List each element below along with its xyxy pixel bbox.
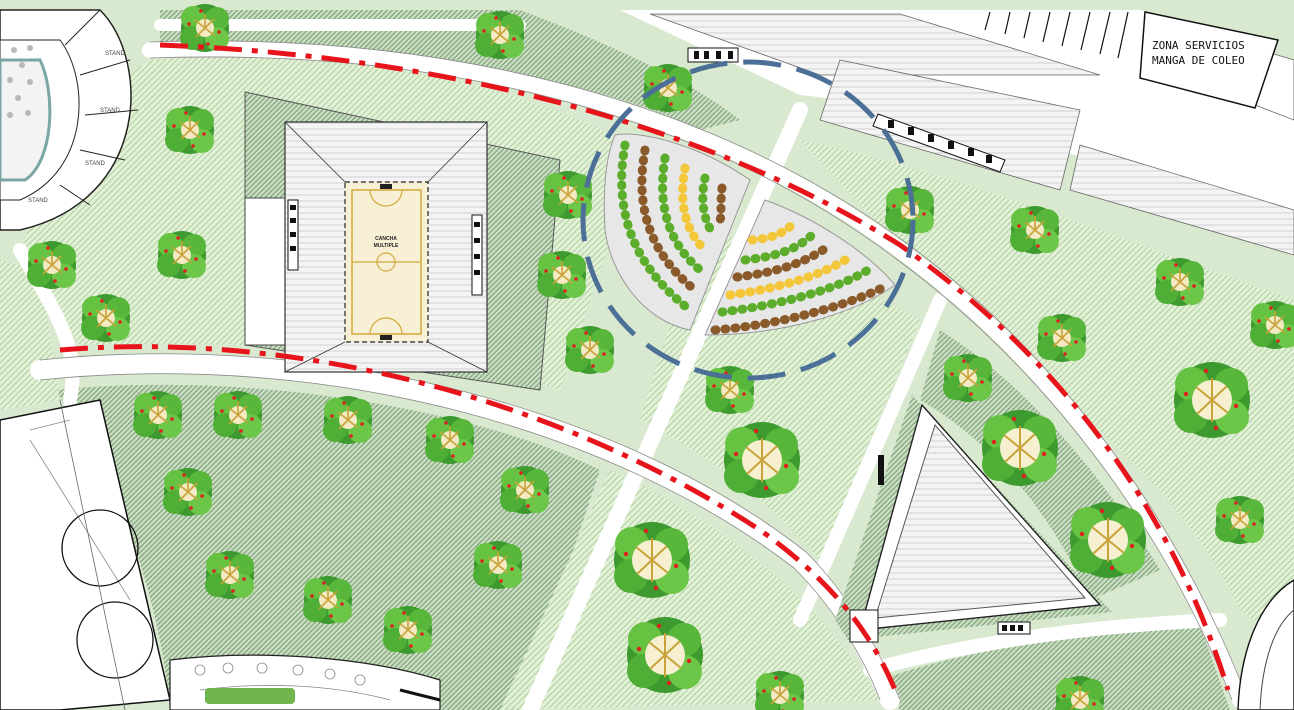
manga-de-coleo-label: MANGA DE COLEO: [1152, 54, 1245, 67]
walkway-north-arc: [142, 40, 1248, 708]
amphitheater-icon: [603, 133, 896, 336]
stand-label-4: STAND: [28, 198, 49, 204]
grandstand-southeast: [835, 395, 1112, 643]
court-label-line1: CANCHA: [375, 236, 397, 242]
walkway-south-east: [863, 613, 1227, 677]
grandstand-northwest: STAND STAND STAND STAND: [0, 9, 139, 231]
stand-label-3: STAND: [85, 161, 106, 167]
walkway-radial-1: [522, 102, 808, 710]
arena-south: [169, 654, 441, 710]
lawn-north-strip: [160, 10, 740, 130]
zona-servicios-box: ZONA SERVICIOS MANGA DE COLEO: [984, 11, 1279, 109]
stand-label-1: STAND: [105, 51, 126, 57]
stand-label-2: STAND: [100, 108, 121, 114]
lawn-south-east: [880, 625, 1230, 710]
zona-servicios-label: ZONA SERVICIOS: [1152, 39, 1245, 52]
boundary-line: [59, 42, 1231, 691]
arena-track-southwest: [0, 399, 171, 710]
court-label-line2: MULTIPLE: [374, 243, 399, 249]
grandstand-north-blocks: [687, 47, 1006, 173]
focus-circle: [580, 59, 916, 381]
service-zone: [620, 10, 1294, 256]
lawn-central: [55, 384, 600, 710]
walkway-radial-2: [793, 293, 947, 627]
lawn-south: [500, 470, 880, 710]
sports-complex: CANCHA MULTIPLE: [244, 91, 561, 391]
